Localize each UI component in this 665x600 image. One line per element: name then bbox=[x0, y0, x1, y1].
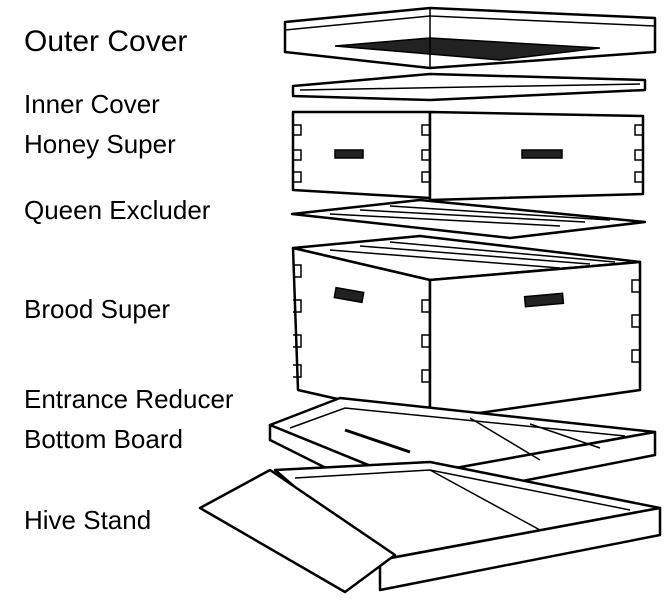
label-honey-super: Honey Super bbox=[24, 129, 176, 159]
label-bottom-board: Bottom Board bbox=[24, 424, 183, 454]
outer-cover-drawing bbox=[283, 6, 657, 70]
honey-super-drawing bbox=[291, 110, 645, 202]
inner-cover-drawing bbox=[291, 72, 647, 102]
label-entrance-reducer: Entrance Reducer bbox=[24, 384, 234, 414]
label-hive-stand: Hive Stand bbox=[24, 505, 152, 535]
brood-super-drawing bbox=[291, 234, 642, 422]
label-inner-cover: Inner Cover bbox=[24, 89, 160, 119]
label-queen-excluder: Queen Excluder bbox=[24, 195, 211, 225]
label-outer-cover: Outer Cover bbox=[24, 25, 188, 58]
label-brood-super: Brood Super bbox=[24, 294, 170, 324]
queen-excluder-drawing bbox=[290, 198, 647, 240]
hive-stand-drawing bbox=[198, 460, 662, 594]
